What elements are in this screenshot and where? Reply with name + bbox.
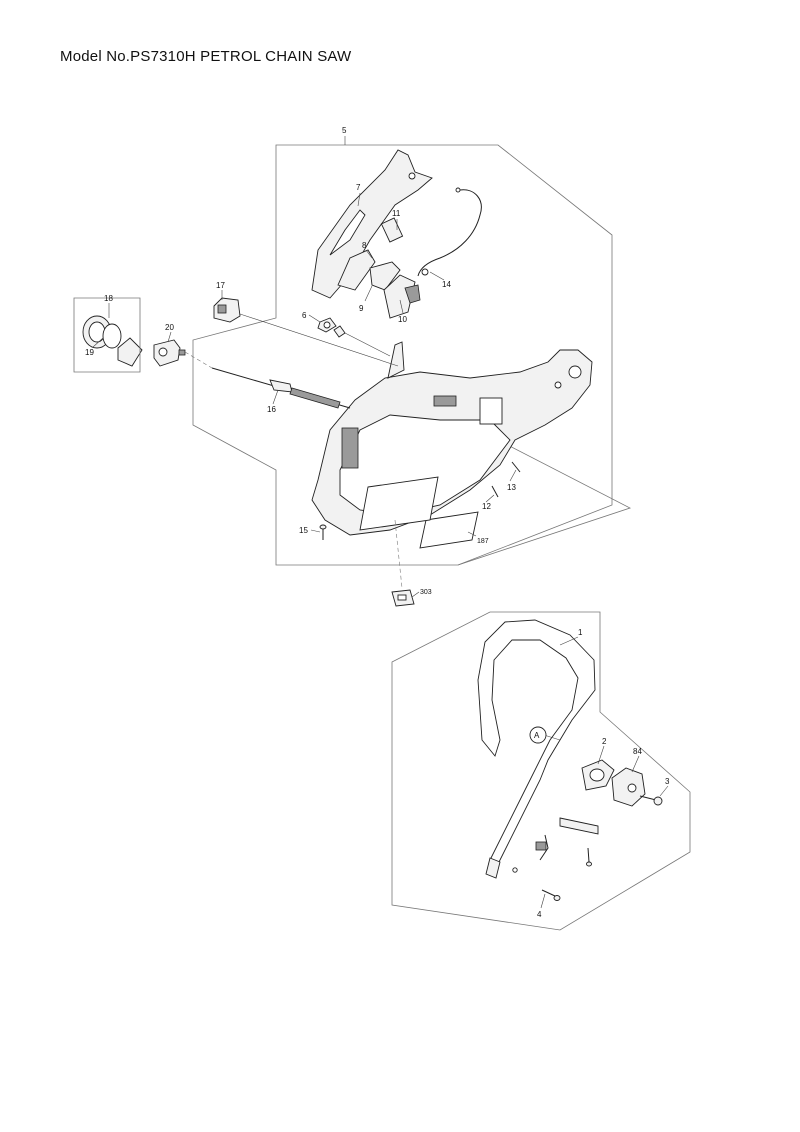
callout-5: 5 <box>342 126 347 135</box>
pin-12 <box>491 485 499 498</box>
callout-9: 9 <box>359 304 364 313</box>
callout-16: 16 <box>267 405 276 414</box>
rod-16 <box>211 367 351 409</box>
callout-7: 7 <box>356 183 361 192</box>
warning-label-187 <box>419 511 479 549</box>
cap-303 <box>391 589 415 607</box>
leader-lines <box>92 136 669 909</box>
callout-14: 14 <box>442 280 451 289</box>
callout-17: 17 <box>216 281 225 290</box>
callout-6: 6 <box>302 311 307 320</box>
screw-15 <box>319 524 327 540</box>
clip-17 <box>213 297 241 323</box>
callout-84: 84 <box>633 747 642 756</box>
callout-2: 2 <box>602 737 607 746</box>
callout-3: 3 <box>665 777 670 786</box>
nut-6 <box>317 317 346 338</box>
fuel-cap-18 <box>73 297 143 373</box>
handle-bracket <box>535 817 599 861</box>
callout-18: 18 <box>104 294 113 303</box>
handle-cover-7 <box>311 149 433 299</box>
handle-assembly-outline <box>391 611 691 931</box>
callout-15: 15 <box>299 526 308 535</box>
callout-10: 10 <box>398 315 407 324</box>
callout-A: A <box>534 731 540 740</box>
hidden-line-rod <box>184 351 213 369</box>
label-plate <box>359 476 439 531</box>
page-title: Model No.PS7310H PETROL CHAIN SAW <box>60 48 352 65</box>
knob-20 <box>153 339 186 367</box>
screw-3 <box>639 795 663 806</box>
throttle-trigger-parts <box>337 217 421 319</box>
callout-303: 303 <box>420 589 432 596</box>
throttle-cable-14 <box>417 187 482 277</box>
assembly-5-extension-line <box>457 439 632 566</box>
front-handle-1 <box>477 619 596 879</box>
callout-20: 20 <box>165 323 174 332</box>
callout-11: 11 <box>392 209 401 218</box>
reference-marker-a <box>529 726 547 744</box>
callout-4: 4 <box>537 910 542 919</box>
callout-187: 187 <box>477 538 489 545</box>
cap-84 <box>611 767 646 807</box>
assembly-5-outline <box>192 144 613 566</box>
pin-13 <box>511 461 521 473</box>
callout-8: 8 <box>362 241 367 250</box>
callout-13: 13 <box>507 483 516 492</box>
callout-19: 19 <box>85 348 94 357</box>
hidden-line-303 <box>394 519 403 589</box>
callout-1: 1 <box>578 628 583 637</box>
rear-handle-housing <box>311 341 593 536</box>
callout-12: 12 <box>482 502 491 511</box>
screw-4 <box>541 847 592 901</box>
clamp-2 <box>581 759 615 791</box>
